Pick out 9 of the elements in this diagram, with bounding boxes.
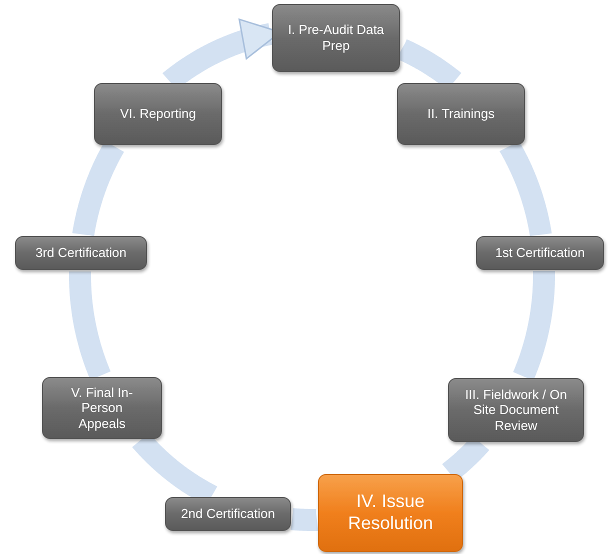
process-box: 3rd Certification [15, 236, 147, 270]
process-box: II. Trainings [397, 83, 525, 145]
process-box: VI. Reporting [94, 83, 222, 145]
process-box: III. Fieldwork / On Site Document Review [448, 378, 584, 442]
process-box: 1st Certification [476, 236, 604, 270]
process-box: I. Pre-Audit Data Prep [272, 4, 400, 72]
process-box: V. Final In-Person Appeals [42, 377, 162, 439]
process-box: IV. Issue Resolution [318, 474, 463, 552]
process-box: 2nd Certification [165, 497, 291, 531]
